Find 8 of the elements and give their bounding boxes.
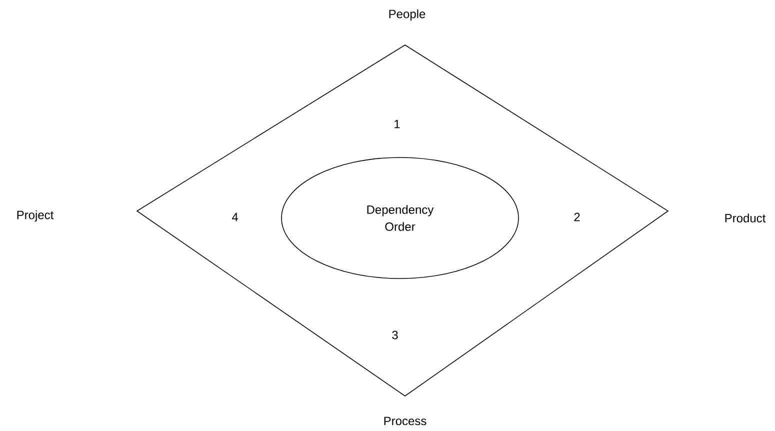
corner-label: Product	[725, 214, 766, 222]
region-number: 3	[392, 330, 398, 340]
corner-label: Project	[17, 210, 54, 222]
corner-label: People	[389, 9, 426, 21]
region-number: 4	[232, 212, 238, 222]
region-number: 1	[394, 120, 400, 128]
corner-label: Process	[384, 416, 426, 426]
region-number: 2	[574, 212, 580, 222]
